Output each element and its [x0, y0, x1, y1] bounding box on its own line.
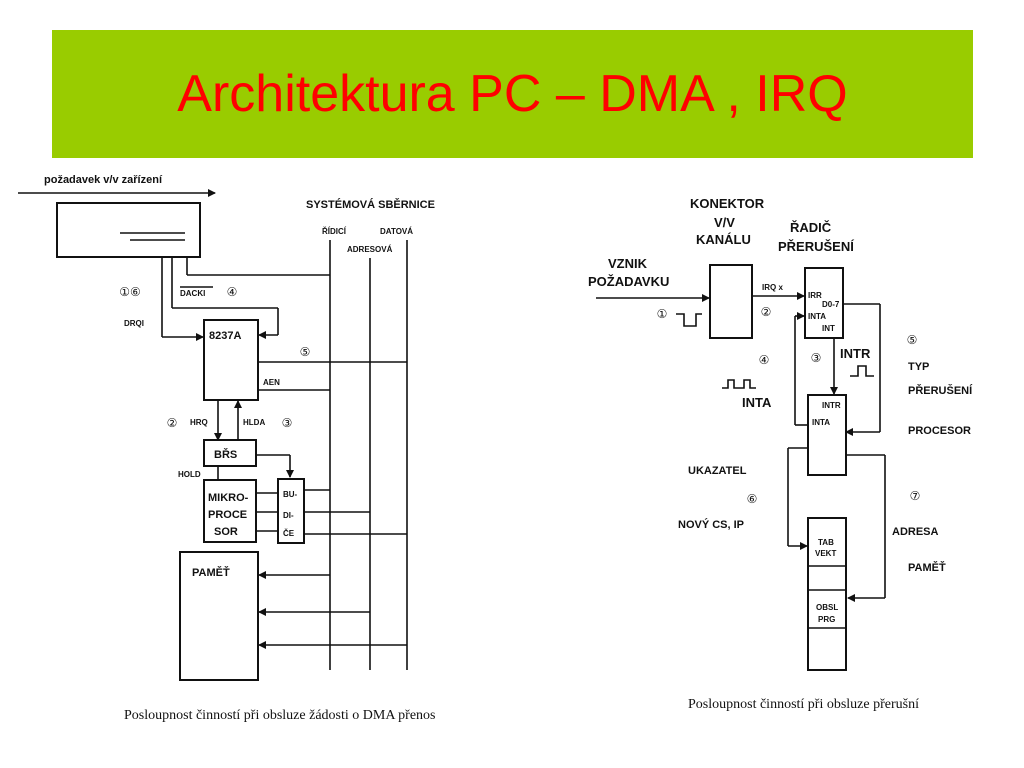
type-interrupt-label: PŘERUŠENÍ	[908, 384, 973, 397]
connector-label: KONEKTOR	[690, 196, 765, 211]
inta-pulse	[722, 379, 756, 389]
handler-label-1: OBSL	[816, 603, 838, 612]
bus-address-label: ADRESOVÁ	[347, 245, 393, 254]
cpu-box	[807, 394, 847, 476]
hold-label: HOLD	[178, 470, 201, 479]
dma-step-4: ④	[227, 285, 238, 299]
connector-box	[709, 264, 753, 339]
irq-caption: Posloupnost činností při obsluze přerušn…	[688, 697, 919, 712]
irq-step-2: ②	[761, 305, 772, 319]
bus-data-label: DATOVÁ	[380, 227, 413, 236]
irq-step-7: ⑦	[910, 489, 921, 503]
microprocessor-box	[203, 479, 257, 543]
dma-step-1-6: ①⑥	[119, 285, 141, 299]
drq-label: DRQI	[124, 319, 144, 328]
irqx-label: IRQ x	[762, 283, 783, 292]
bu-label-2: DI-	[283, 511, 294, 520]
dma-step-2: ②	[167, 416, 178, 430]
dma-caption: Posloupnost činností při obsluze žádosti…	[124, 708, 436, 723]
origin-label: VZNIK	[608, 256, 648, 271]
request-pulse	[676, 313, 702, 327]
int-pin-label: INT	[822, 324, 835, 333]
device-request-label: požadavek v/v zařízení	[44, 174, 163, 186]
vector-table-label-2: VEKT	[815, 549, 836, 558]
irq-step-1: ①	[657, 307, 668, 321]
dma-controller-box	[203, 319, 259, 401]
hlda-label: HLDA	[243, 418, 265, 427]
pic-label: ŘADIČ	[790, 220, 832, 235]
bu-label-3: ČE	[283, 529, 295, 538]
memory-label: PAMĚŤ	[192, 566, 230, 579]
dma-diagram: požadavek v/v zařízení SYSTÉMOVÁ SBĚRNIC…	[18, 174, 436, 723]
inta-pin-label: INTA	[808, 312, 826, 321]
hrq-label: HRQ	[190, 418, 208, 427]
irq-step-4: ④	[759, 353, 770, 367]
pointer-label: UKAZATEL	[688, 465, 747, 477]
irq-step-5: ⑤	[907, 333, 918, 347]
irq-step-3: ③	[811, 351, 822, 365]
mp-label-3: SOR	[214, 526, 238, 538]
irq-memory-box	[807, 517, 847, 671]
mp-label-2: PROCE	[208, 509, 247, 521]
inta-label: INTA	[742, 395, 772, 410]
pic-box	[804, 267, 844, 339]
intr-label: INTR	[840, 346, 871, 361]
cpu-inta-label: INTA	[812, 418, 830, 427]
dma-step-5: ⑤	[300, 345, 311, 359]
memory-box	[179, 551, 259, 681]
bus-control-box-label: BŘS	[214, 448, 237, 461]
aen-label: AEN	[263, 378, 280, 387]
bus-control-box	[203, 439, 257, 467]
interrupt-label: PŘERUŠENÍ	[778, 239, 854, 254]
vector-table-label-1: TAB	[818, 538, 834, 547]
request-label: POŽADAVKU	[588, 274, 669, 289]
type-label: TYP	[908, 361, 929, 373]
bus-driver-box	[277, 478, 305, 544]
dma-controller-label: 8237A	[209, 330, 241, 342]
processor-label: PROCESOR	[908, 425, 971, 437]
irq-memory-label: PAMĚŤ	[908, 561, 946, 574]
channel-label: KANÁLU	[696, 232, 751, 247]
irq-step-6: ⑥	[747, 492, 758, 506]
mp-label-1: MIKRO-	[208, 492, 249, 504]
io-label: V/V	[714, 215, 735, 230]
d07-label: D0-7	[822, 300, 840, 309]
bus-control-label: ŘÍDICÍ	[322, 227, 347, 236]
dack-label: DACKI	[180, 289, 205, 298]
bu-label-1: BU-	[283, 490, 298, 499]
handler-label-2: PRG	[818, 615, 835, 624]
title-bar: Architektura PC – DMA , IRQ	[52, 30, 973, 158]
dma-step-3: ③	[282, 416, 293, 430]
irq-diagram: KONEKTOR V/V KANÁLU ŘADIČ PŘERUŠENÍ VZNI…	[588, 196, 973, 712]
new-cs-ip-label: NOVÝ CS, IP	[678, 518, 744, 531]
bus-title: SYSTÉMOVÁ SBĚRNICE	[306, 198, 435, 211]
intr-pulse	[850, 365, 874, 377]
cpu-intr-label: INTR	[822, 401, 841, 410]
io-device-box	[56, 202, 201, 258]
irr-label: IRR	[808, 291, 822, 300]
slide-title: Architektura PC – DMA , IRQ	[177, 65, 848, 123]
address-label: ADRESA	[892, 526, 939, 538]
